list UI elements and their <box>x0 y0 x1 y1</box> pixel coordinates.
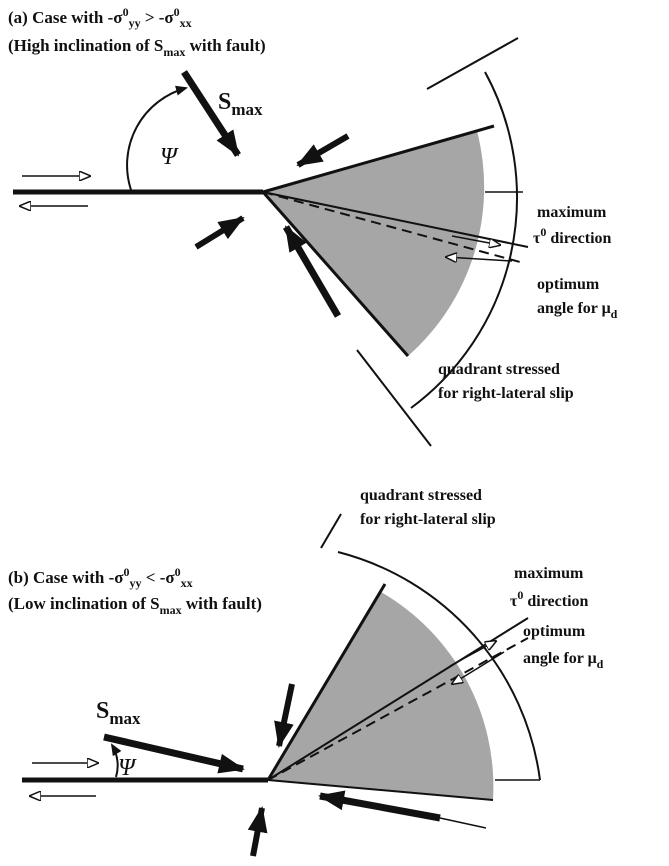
panel-b-sector-lower-edge <box>267 779 494 801</box>
panel-b-psi-arc <box>110 743 122 778</box>
panel-a-psi-arc <box>126 85 188 191</box>
panel-a-title: (a) Case with -σ0yy > -σ0xx <box>8 5 192 30</box>
panel-b-slip-arrow-upper <box>449 641 496 667</box>
panel-b-psi-label: Ψ <box>118 755 137 781</box>
panel-b-compress-arrow-top <box>274 683 295 748</box>
panel-b-slip-arrow-lower <box>452 651 505 684</box>
panel-a-smax-arrow <box>181 70 241 157</box>
panel-a-slip-arrow-left <box>446 257 513 261</box>
panel-b-compress-arrow-right-tail <box>439 817 487 829</box>
panel-b-stressed-sector <box>268 592 494 800</box>
panel-a-compress-arrow-lower-right <box>282 225 342 318</box>
panel-a-optimum-dashed-line <box>262 191 521 263</box>
panel-a-smax-label: Smax <box>218 89 263 119</box>
panel-b-smax-label: Smax <box>96 698 141 728</box>
panel-b-optimum-label-line1: optimum <box>523 623 586 640</box>
panel-a-compress-arrow-upper-right <box>296 133 350 168</box>
panel-a-psi-label: Ψ <box>160 144 179 170</box>
panel-a-sector-upper-edge <box>262 124 495 194</box>
panel-a-quadrant-label-line2: for right-lateral slip <box>438 385 574 402</box>
panel-a-optimum-label-line2: angle for μd <box>537 300 618 321</box>
panel-b-quadrant-label-line1: quadrant stressed <box>360 487 482 504</box>
panel-b-quadrant-arc <box>337 551 541 781</box>
panel-b-arc-tick-top <box>320 513 342 549</box>
panel-a-max-tau-label-line2: τ0 direction <box>533 225 612 247</box>
panel-b-max-tau-label-line2: τ0 direction <box>510 588 589 610</box>
panel-a-arc-tick-bottom <box>356 349 432 447</box>
panel-a-quadrant-label-line1: quadrant stressed <box>438 361 560 378</box>
panel-a: Ψ Smax (a) Case with -σ0yy > -σ0xx (High… <box>8 5 618 447</box>
panel-b-quadrant-label-line2: for right-lateral slip <box>360 511 496 528</box>
panel-b-optimum-label-line2: angle for μd <box>523 650 604 671</box>
panel-a-sector-lower-edge <box>261 191 410 357</box>
panel-b: Ψ Smax (b) Case with -σ0yy < -σ0xx (Low … <box>8 487 604 857</box>
panel-a-arc-tick-top <box>426 37 519 90</box>
panel-b-compress-arrow-bottom <box>247 806 268 857</box>
panel-a-optimum-label-line1: optimum <box>537 276 600 293</box>
panel-a-compress-arrow-lower-left <box>194 215 245 250</box>
panel-a-subtitle: (High inclination of Smax with fault) <box>8 36 266 59</box>
panel-a-stressed-sector <box>263 131 485 356</box>
panel-b-subtitle: (Low inclination of Smax with fault) <box>8 594 262 617</box>
panel-b-title: (b) Case with -σ0yy < -σ0xx <box>8 565 193 590</box>
panel-b-compress-arrow-right <box>318 790 441 822</box>
panel-a-slip-arrow-right <box>451 235 500 245</box>
panel-b-smax-arrow <box>103 733 245 774</box>
panel-a-max-tau-line <box>262 191 529 248</box>
panel-b-optimum-dashed-line <box>267 637 529 781</box>
panel-a-max-tau-label-line1: maximum <box>537 204 607 221</box>
panel-b-max-tau-label-line1: maximum <box>514 565 584 582</box>
panel-a-quadrant-arc <box>410 71 518 409</box>
